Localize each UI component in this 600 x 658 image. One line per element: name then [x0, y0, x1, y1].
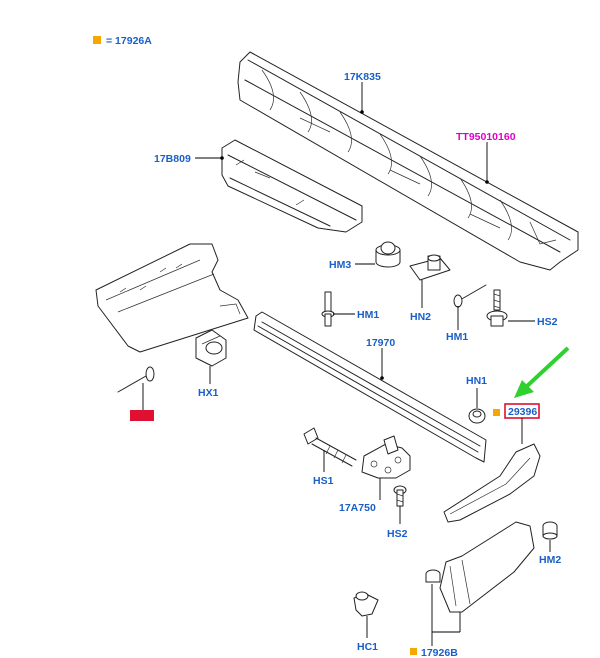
label-hm3[interactable]: HM3	[329, 259, 351, 271]
part-left-pin[interactable]	[117, 366, 155, 393]
label-17a750[interactable]: 17A750	[339, 502, 376, 514]
part-left-cover[interactable]	[95, 243, 249, 353]
part-hc1[interactable]	[353, 591, 379, 617]
part-hx1[interactable]	[195, 329, 227, 367]
label-hn1[interactable]: HN1	[466, 375, 487, 387]
label-17k835[interactable]: 17K835	[344, 71, 381, 83]
label-hs1[interactable]: HS1	[313, 475, 334, 487]
label-hs2-a[interactable]: HS2	[537, 316, 558, 328]
label-hx1[interactable]: HX1	[198, 387, 219, 399]
label-hn2[interactable]: HN2	[410, 311, 431, 323]
part-hn2[interactable]	[409, 254, 451, 281]
red-callout-left[interactable]	[130, 410, 154, 421]
part-17k835[interactable]	[237, 51, 579, 271]
label-tt95010160[interactable]: TT95010160	[456, 131, 516, 143]
label-17970[interactable]: 17970	[366, 337, 395, 349]
part-hn1[interactable]	[468, 408, 486, 424]
label-hm1-a[interactable]: HM1	[357, 309, 379, 321]
part-hm3[interactable]	[375, 241, 401, 268]
label-hm2[interactable]: HM2	[539, 554, 561, 566]
part-17a750[interactable]	[361, 435, 411, 479]
label-29396[interactable]: 29396	[508, 406, 537, 418]
legend-marker	[93, 36, 101, 44]
part-17b809[interactable]	[221, 139, 363, 233]
part-hm1-right[interactable]	[453, 284, 487, 308]
part-hm1-left[interactable]	[321, 291, 335, 327]
label-hc1[interactable]: HC1	[357, 641, 378, 653]
part-hs1[interactable]	[303, 427, 357, 467]
label-17926b[interactable]: 17926B	[421, 647, 458, 658]
green-arrow	[514, 346, 570, 398]
label-17b809[interactable]: 17B809	[154, 153, 191, 165]
label-hs2-b[interactable]: HS2	[387, 528, 408, 540]
part-hm2[interactable]	[542, 521, 558, 540]
marker-17926b	[410, 648, 417, 655]
part-hs2-right[interactable]	[486, 289, 508, 327]
part-hs2-bottom[interactable]	[393, 485, 407, 507]
part-17926b[interactable]	[425, 521, 535, 613]
legend-text: = 17926A	[106, 35, 152, 47]
part-29396[interactable]	[443, 443, 541, 523]
label-hm1-b[interactable]: HM1	[446, 331, 468, 343]
marker-29396	[493, 409, 500, 416]
part-17970[interactable]	[253, 311, 487, 463]
